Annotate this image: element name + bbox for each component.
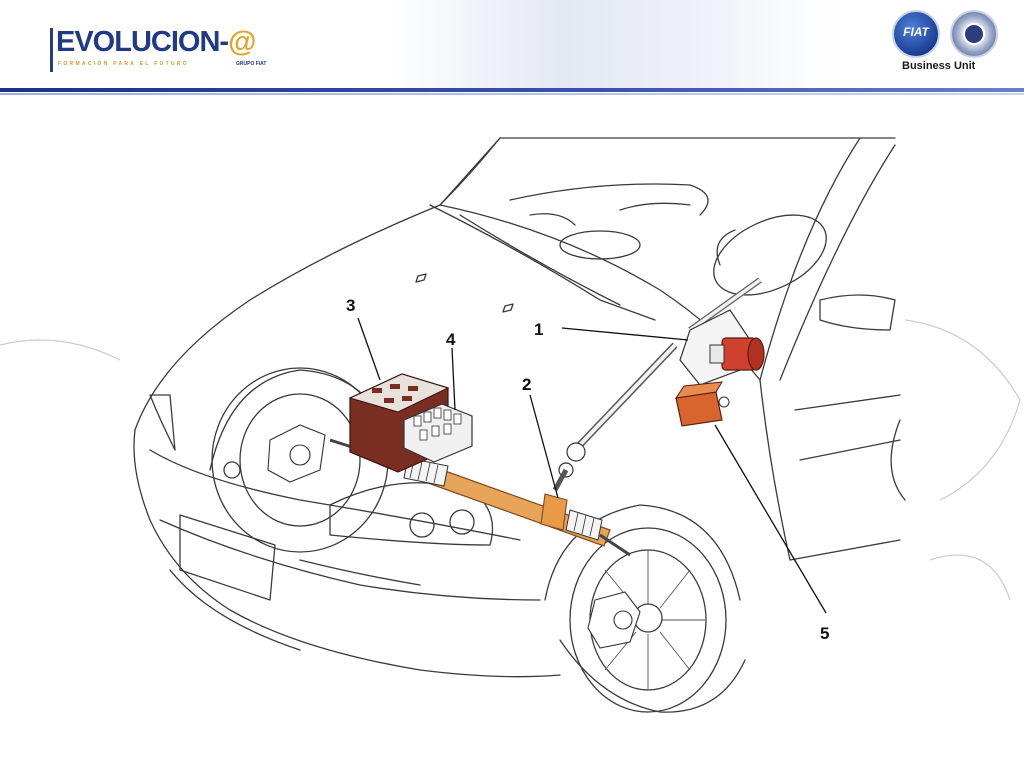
header-divider [0,88,1024,92]
fiat-logo-icon: FIAT [892,10,940,58]
logo-group: GRUPO FIAT [236,61,267,67]
evolucion-logo: EVOLUCION-@ FORMACIÓN PARA EL FUTURO GRU… [50,26,290,76]
callout-5: 5 [820,624,830,643]
car-outline [133,137,906,713]
control-unit [674,381,730,427]
callout-1: 1 [534,320,544,339]
logo-title: EVOLUCION-@ [56,26,256,58]
business-unit-label: Business Unit [902,60,976,72]
header-bar [0,0,1024,92]
logo-subtitle: FORMACIÓN PARA EL FUTURO [58,61,189,67]
fuse-box [403,403,473,463]
callout-4: 4 [446,330,456,349]
background-car-outline [0,319,1021,601]
steering-system-diagram [0,137,1021,713]
steering-column [552,277,762,492]
callout-leaders [357,317,827,614]
logo-bar [50,28,53,72]
brake-assemblies [267,424,641,649]
lancia-logo-icon [950,10,998,58]
callout-2: 2 [522,375,532,394]
electric-motor [709,337,765,371]
header-divider-light [0,93,1024,95]
callout-3: 3 [346,296,356,315]
